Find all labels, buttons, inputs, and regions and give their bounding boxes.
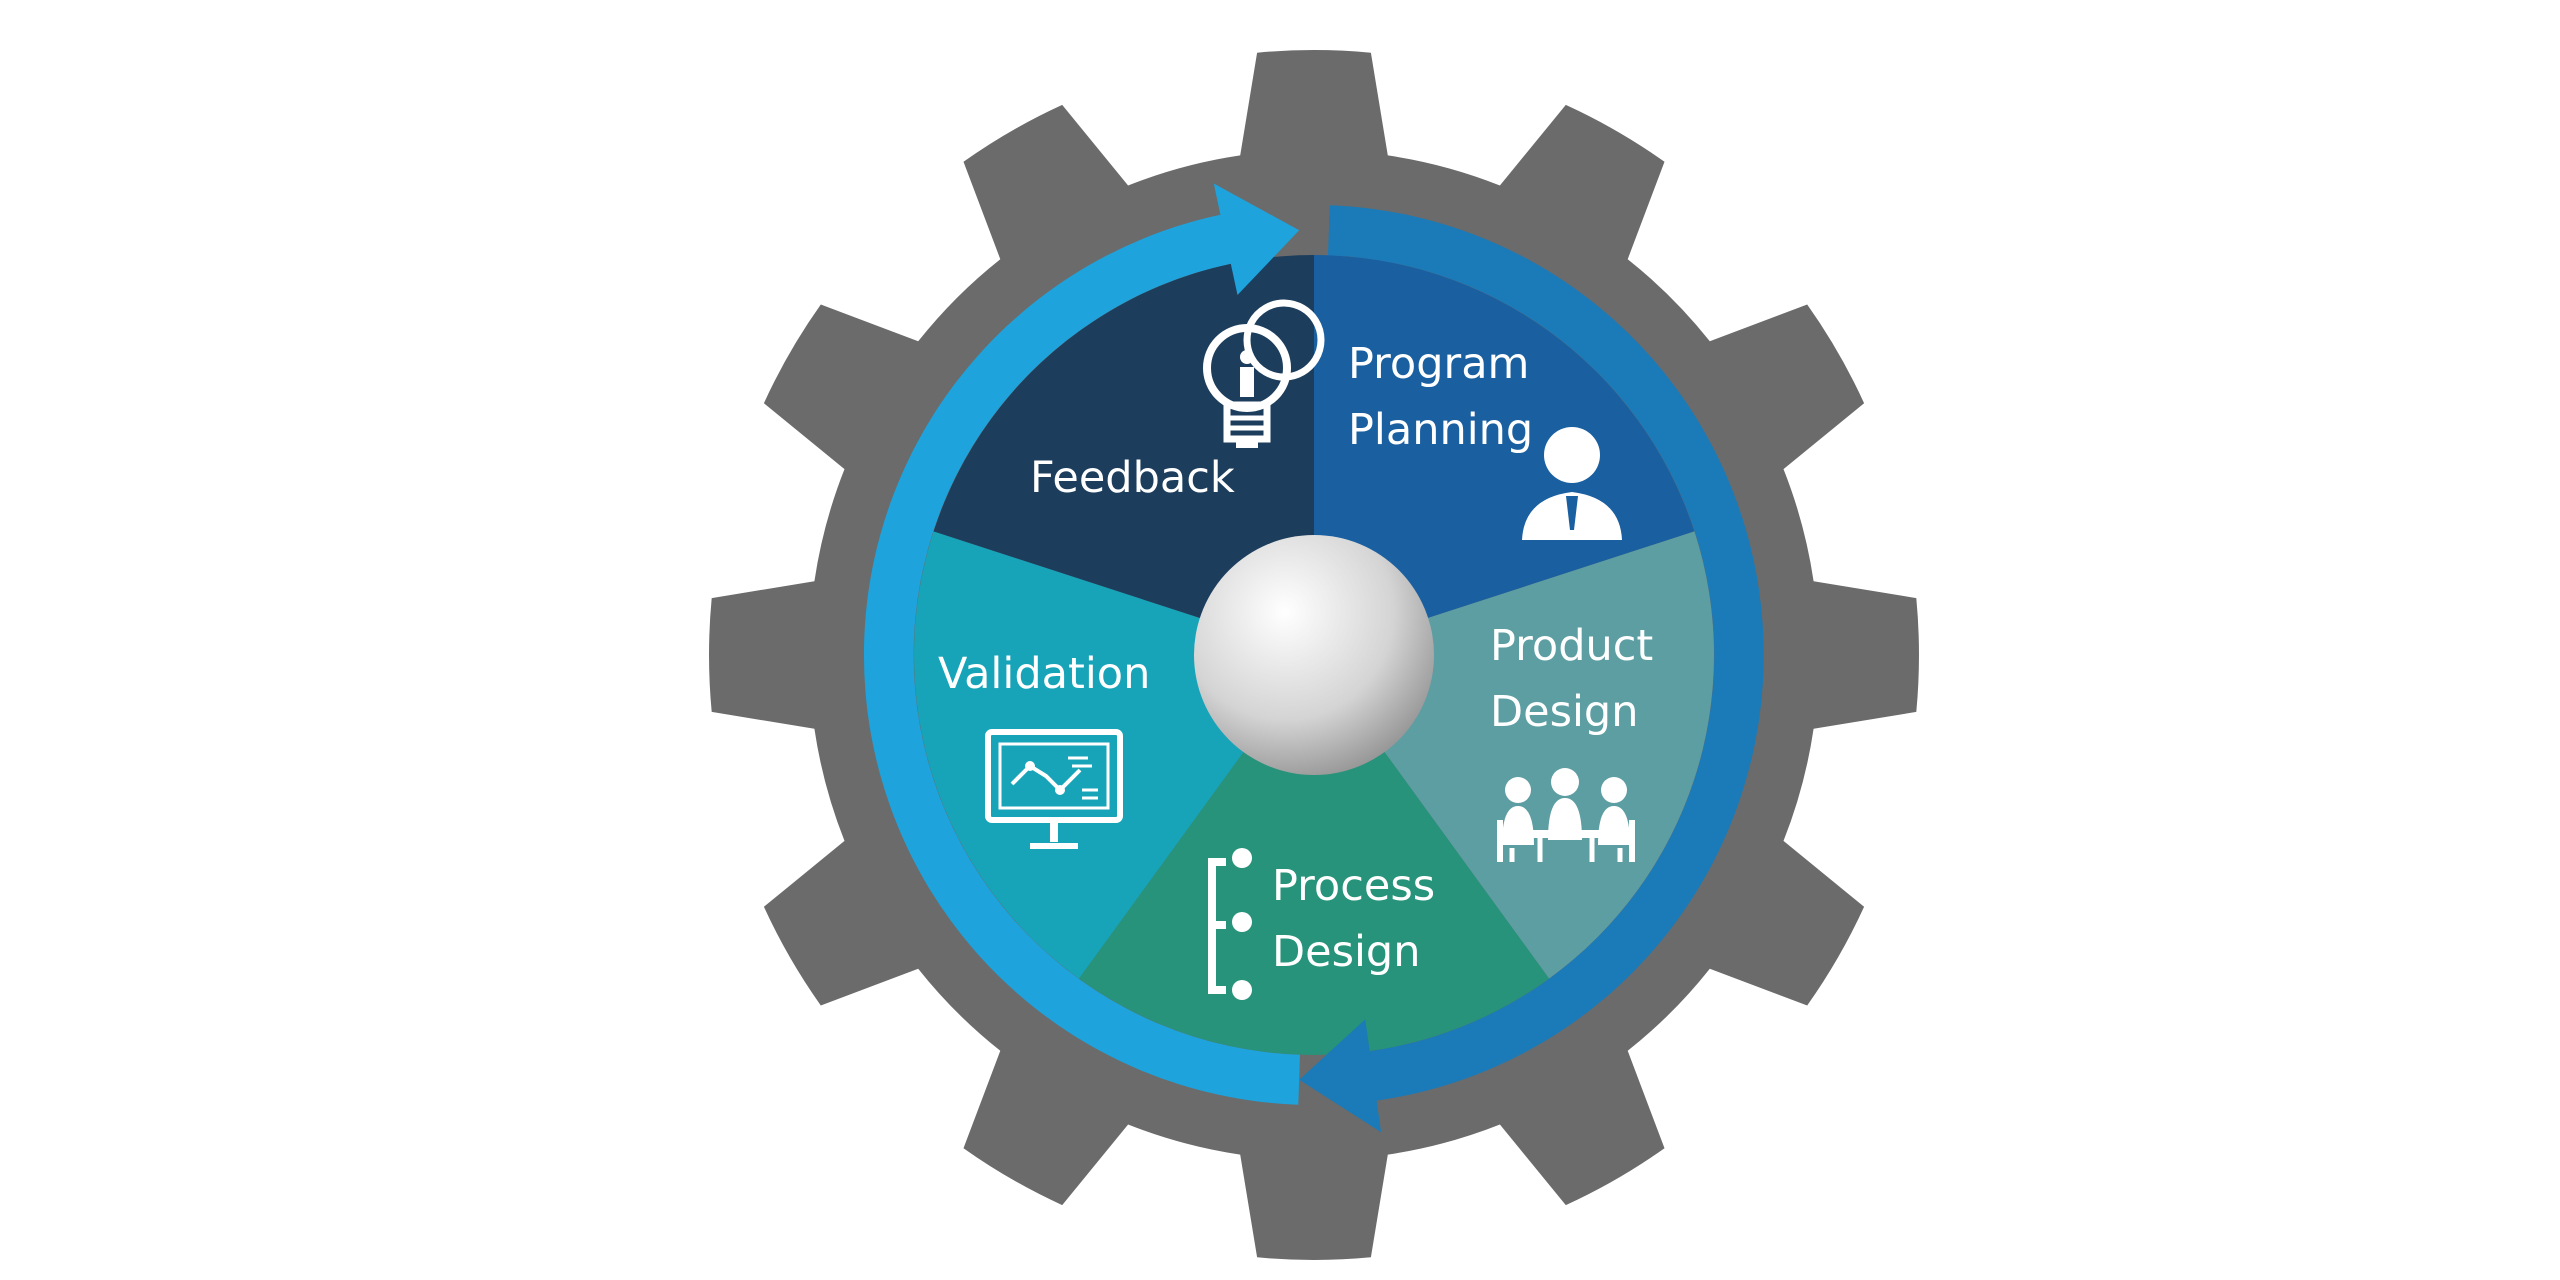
- segment-process-design: [1078, 655, 1550, 1055]
- label-process-design-line1: Process: [1272, 861, 1435, 911]
- label-product-design-line2: Design: [1490, 687, 1638, 737]
- process-tree-icon: [1208, 848, 1252, 1000]
- center-hub: [1194, 535, 1434, 775]
- label-feedback: Feedback: [1030, 453, 1235, 503]
- cycle-arrows: [863, 183, 1764, 1133]
- label-product-design: Product Design: [1490, 621, 1667, 737]
- label-product-design-line1: Product: [1490, 621, 1653, 671]
- label-program-planning-line2: Planning: [1348, 405, 1533, 455]
- segment-feedback: [933, 255, 1314, 655]
- label-process-design: Process Design: [1272, 861, 1449, 977]
- meeting-people-icon: [1497, 768, 1635, 862]
- monitor-chart-icon: [985, 729, 1123, 849]
- label-program-planning-line1: Program: [1348, 339, 1529, 389]
- businessman-icon: [1522, 427, 1622, 540]
- cycle-arrow-right: [1299, 205, 1764, 1133]
- label-validation: Validation: [938, 649, 1150, 699]
- cycle-arrow-left: [863, 183, 1300, 1105]
- label-process-design-line2: Design: [1272, 927, 1420, 977]
- lightbulb-icon: [1203, 299, 1325, 448]
- label-validation-line1: Validation: [938, 649, 1150, 699]
- label-program-planning: Program Planning: [1348, 339, 1543, 455]
- segment-program-planning: [1314, 255, 1695, 655]
- label-feedback-line1: Feedback: [1030, 453, 1235, 503]
